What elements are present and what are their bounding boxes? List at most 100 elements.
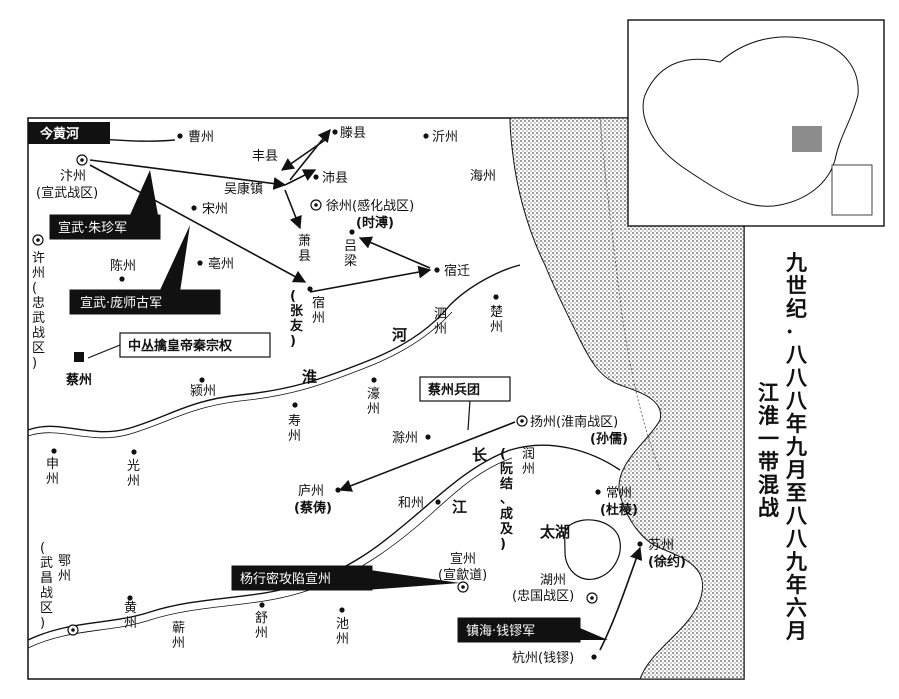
label-sizhou: 泗州 [434, 307, 447, 337]
marker-caizhou [74, 352, 84, 362]
marker-luzhou [335, 487, 341, 493]
marker-suzhou [307, 286, 313, 292]
label-yingzhou: 颍州 [190, 384, 216, 399]
marker-chuzhou2 [425, 434, 431, 440]
arrow-suzhou-suqian [309, 265, 432, 293]
marker-yingzhou [199, 377, 205, 383]
label-xuyue: (徐约) [648, 554, 686, 570]
label-tengxian: 滕县 [340, 126, 366, 141]
marker-hezhou [435, 499, 441, 505]
marker-songzhou [191, 205, 197, 211]
marker-tengxian [332, 129, 338, 135]
marker-changzhou [595, 489, 601, 495]
label-fengxian: 丰县 [252, 149, 278, 164]
label-caizhou: 蔡州 [65, 372, 92, 388]
callout-pangshigu-box [69, 289, 221, 315]
arrow-bianzhou-suzhou [89, 164, 307, 283]
arrow-bianzhou-wukang [89, 159, 287, 190]
arrow-teng-back [280, 139, 326, 171]
huai-river [27, 264, 521, 433]
label-runzhou: 润州 [522, 447, 535, 477]
callout-zhuzhen: 宣武·朱珍军 [58, 220, 127, 236]
label-hangzhou: 杭州(钱镠) [512, 650, 574, 666]
callout-pointer-caizhou [467, 399, 471, 431]
arrow-hangzhou-suzhou [599, 546, 643, 651]
yangtze-label-2: 江 [452, 498, 467, 516]
marker-suzhou2 [637, 541, 643, 547]
inset-south-sea [831, 164, 873, 216]
label-ruanjie: (阮结、成及) [500, 447, 514, 552]
title-line1: 九世纪·八八八年九月至八八九年六月 [785, 250, 808, 643]
label-suzhou: 宿州 [312, 295, 325, 326]
label-chizhou: 池州 [336, 617, 349, 647]
marker-caozhou [177, 133, 183, 139]
marker-suqian [434, 267, 440, 273]
marker-shuzhou [259, 602, 265, 608]
marker-yangzhou-dot [520, 419, 524, 423]
label-lvliang: 吕梁 [344, 239, 357, 269]
label-caozhou: 曹州 [188, 130, 214, 145]
marker-chuzhou [493, 294, 499, 300]
marker-ezhou-dot [71, 628, 75, 632]
huai-river-bank [27, 311, 453, 439]
label-sunru: (孙儒) [590, 431, 628, 447]
label-zhangyou: (张友) [290, 289, 304, 349]
label-bianzhou: 汴州 [60, 169, 86, 184]
marker-lvliang [349, 229, 355, 235]
label-suzhou2: 苏州 [648, 537, 674, 553]
marker-xuanzhou-dot [461, 585, 465, 589]
sea [509, 117, 745, 680]
label-luzhou: 庐州 [298, 484, 324, 499]
label-suqian: 宿迁 [444, 263, 470, 279]
label-chenzhou: 陈州 [110, 258, 136, 274]
markers [32, 129, 643, 660]
label-xuzhou-left: 许州(忠武战区) [32, 251, 45, 371]
huai-label-2: 河 [392, 326, 407, 344]
label-bozhou: 亳州 [208, 256, 234, 272]
label-duling: (杜稜) [600, 502, 638, 518]
callout-qin-box [119, 332, 271, 358]
marker-shouzhou [292, 402, 298, 408]
arrow-to-peixian [284, 169, 317, 186]
label-xuanzhou: 宣州 [450, 551, 476, 567]
callout-zhenhai-box [457, 617, 581, 643]
callout-caizhou-box [419, 376, 511, 402]
label-yangzhou: 扬州(淮南战区) [530, 414, 618, 430]
callout-yang-box [231, 565, 373, 591]
label-ezhou: 鄂州 [58, 554, 71, 584]
yellow-river-label-bg [28, 122, 110, 144]
label-chuzhou: 楚州 [490, 305, 503, 335]
callout-pointer-zhuzhen [130, 170, 158, 215]
label-qizhou: 蕲州 [172, 621, 185, 651]
callout-pointer-zhenhai [580, 628, 608, 640]
label-guangzhou: 光州 [127, 459, 140, 489]
label-songzhou: 宋州 [202, 202, 228, 217]
callout-caizhou: 蔡州兵团 [427, 382, 480, 398]
callout-qin: 中丛擒皇帝秦宗权 [128, 338, 233, 354]
arrow-yangzhou-luzhou [338, 421, 516, 492]
yangtze-river-bank [27, 457, 513, 649]
label-caichou: (蔡俦) [294, 500, 332, 516]
arrow-suqian-lvliang [358, 236, 431, 269]
callout-zhuzhen-box [49, 214, 161, 240]
marker-chenzhou [119, 276, 125, 282]
inset-china-outline [642, 36, 859, 207]
label-shouzhou: 寿州 [288, 414, 301, 444]
label-wukangzhen: 吴康镇 [224, 181, 263, 197]
taihu-label: 太湖 [540, 523, 570, 541]
label-xuanshedao: (宣歙道) [438, 567, 487, 583]
huai-label-1: 淮 [302, 368, 317, 386]
callout-pointer-pangshigu [160, 225, 190, 292]
label-huzhou: 湖州 [540, 573, 566, 588]
marker-chizhou [339, 607, 345, 613]
label-shenzhou: 申州 [46, 457, 59, 487]
marker-guangzhou [131, 449, 137, 455]
inset-highlight [792, 126, 822, 152]
label-shuzhou: 舒州 [255, 611, 268, 641]
taihu-lake [564, 519, 621, 580]
marker-xuzhou-dot [314, 203, 318, 207]
callout-pointer-yang [365, 570, 460, 590]
label-yizhou: 沂州 [432, 130, 458, 145]
callout-pointer-qin [87, 344, 121, 359]
